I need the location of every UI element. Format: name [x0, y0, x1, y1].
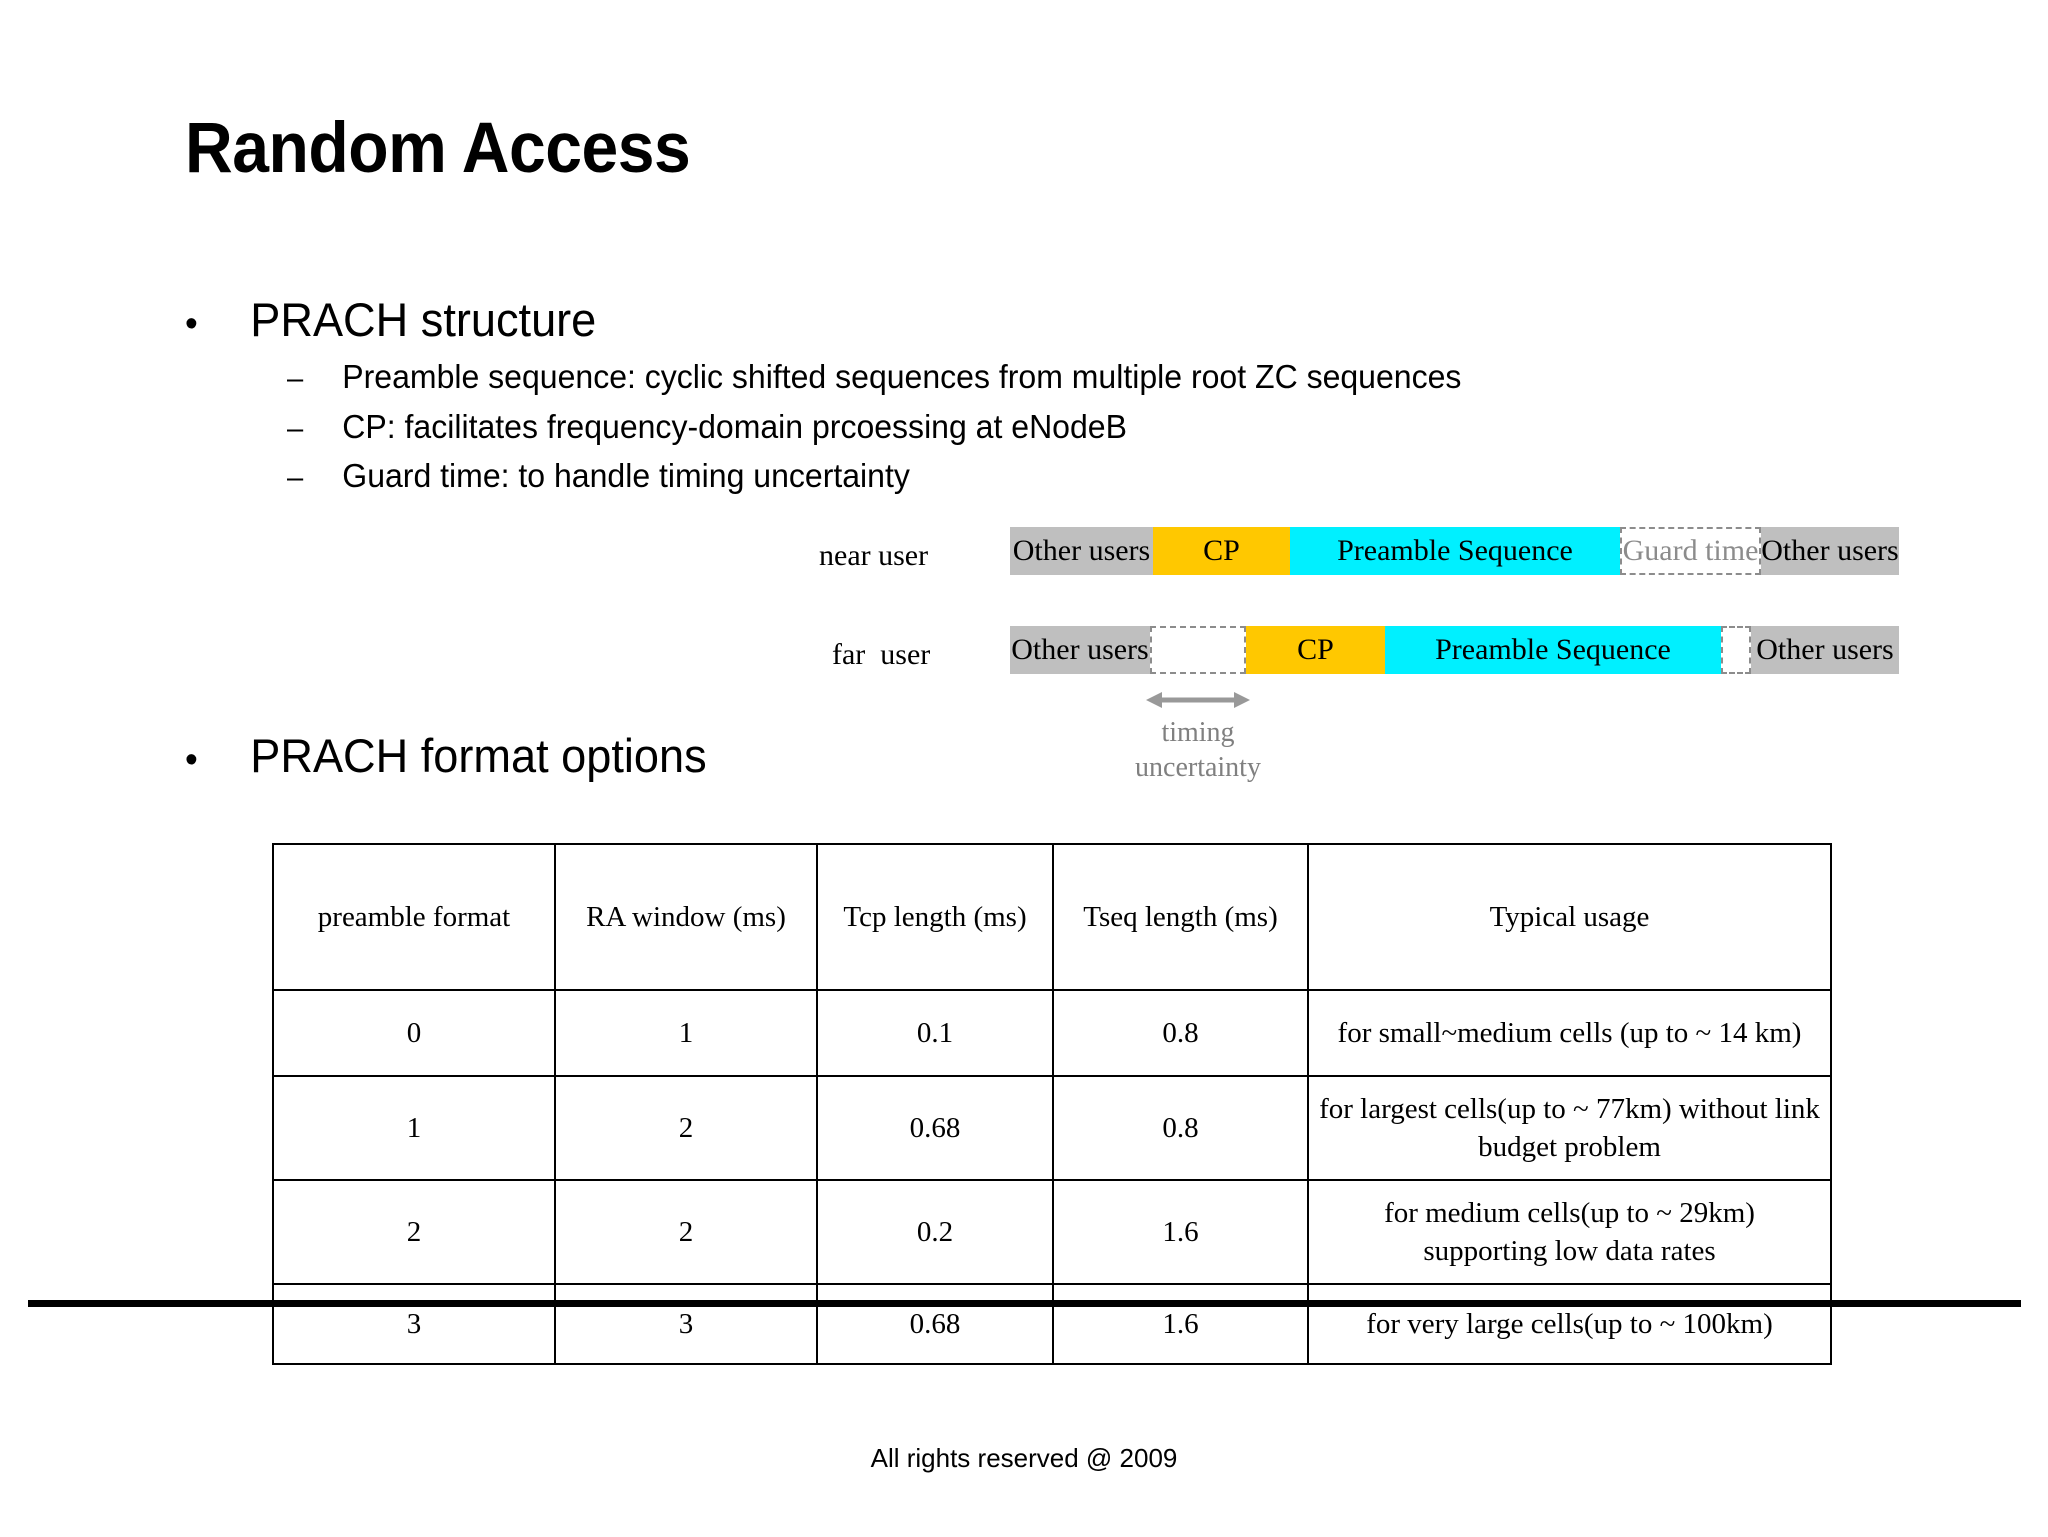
table-row: 2 2 0.2 1.6 for medium cells(up to ~ 29k… [272, 1179, 1832, 1285]
cell-usage: for largest cells(up to ~ 77km) without … [1307, 1075, 1832, 1181]
usage-line: budget problem [1478, 1131, 1661, 1163]
timing-uncertainty-line2: uncertainty [1135, 752, 1261, 783]
usage-line: for medium cells(up to ~ 29km) [1384, 1196, 1755, 1229]
bullet-label: PRACH format options [250, 729, 707, 782]
segment-other-users-far-right: Other users [1751, 626, 1899, 674]
segment-other-users-near-right: Other users [1761, 527, 1899, 575]
dash-marker-icon: – [287, 362, 304, 395]
bullet-prach-format-options: • PRACH format options [185, 728, 707, 783]
cell-tseq: 1.6 [1052, 1179, 1309, 1285]
segment-preamble-sequence-near: Preamble Sequence [1290, 527, 1620, 575]
segment-cp-far: CP [1246, 626, 1385, 674]
bullet-label: PRACH structure [250, 293, 597, 346]
table-header-tseq-length: Tseq length (ms) [1052, 843, 1309, 991]
sub-bullet-label: Guard time: to handle timing uncertainty [342, 457, 910, 494]
sub-bullet-preamble-sequence: – Preamble sequence: cyclic shifted sequ… [287, 358, 1461, 396]
cell-tcp: 0.68 [816, 1075, 1054, 1181]
diagram-row-label-near-user: near user [819, 539, 929, 572]
table-header-typical-usage: Typical usage [1307, 843, 1832, 991]
sub-bullet-guard-time: – Guard time: to handle timing uncertain… [287, 457, 910, 495]
cell-format: 0 [272, 989, 556, 1077]
table-row: 3 3 0.68 1.6 for very large cells(up to … [272, 1283, 1832, 1365]
table-header-preamble-format: preamble format [272, 843, 556, 991]
timing-uncertainty-line1: timing [1161, 717, 1235, 748]
cell-usage: for very large cells(up to ~ 100km) [1307, 1283, 1832, 1365]
bullet-marker-icon: • [185, 303, 198, 345]
bullet-marker-icon: • [185, 739, 198, 781]
cell-tseq: 1.6 [1052, 1283, 1309, 1365]
bullet-prach-structure: • PRACH structure [185, 292, 596, 347]
cell-ra-window: 1 [554, 989, 818, 1077]
usage-line: supporting low data rates [1423, 1235, 1716, 1267]
footer-copyright: All rights reserved @ 2009 [870, 1443, 1178, 1473]
footer-divider [28, 1300, 2021, 1307]
prach-timing-diagram: near user Other users CP Preamble Sequen… [800, 525, 1960, 795]
segment-guard-time-near: Guard time [1620, 527, 1761, 575]
cell-ra-window: 2 [554, 1179, 818, 1285]
dash-marker-icon: – [287, 412, 304, 445]
cell-usage: for small~medium cells (up to ~ 14 km) [1307, 989, 1832, 1077]
cell-usage: for medium cells(up to ~ 29km) supportin… [1307, 1179, 1832, 1285]
table-row: 0 1 0.1 0.8 for small~medium cells (up t… [272, 989, 1832, 1077]
segment-guard-time-far [1721, 626, 1751, 674]
segment-other-users-near-left: Other users [1010, 527, 1153, 575]
timing-uncertainty-caption: timing uncertainty [1088, 715, 1308, 785]
segment-cp-near: CP [1153, 527, 1290, 575]
cell-tcp: 0.1 [816, 989, 1054, 1077]
dash-marker-icon: – [287, 461, 304, 494]
cell-format: 1 [272, 1075, 556, 1181]
cell-tseq: 0.8 [1052, 989, 1309, 1077]
sub-bullet-cp: – CP: facilitates frequency-domain prcoe… [287, 408, 1127, 446]
timing-uncertainty-arrow-icon [1146, 692, 1250, 708]
usage-line: for largest cells(up to ~ 77km) without … [1319, 1092, 1820, 1125]
cell-ra-window: 3 [554, 1283, 818, 1365]
table-header-ra-window: RA window (ms) [554, 843, 818, 991]
cell-format: 3 [272, 1283, 556, 1365]
cell-tcp: 0.2 [816, 1179, 1054, 1285]
cell-tseq: 0.8 [1052, 1075, 1309, 1181]
page-title: Random Access [185, 109, 691, 188]
prach-format-table: preamble format RA window (ms) Tcp lengt… [272, 843, 1832, 1365]
usage-line: for small~medium cells (up to ~ 14 km) [1337, 1016, 1802, 1049]
table-row: 1 2 0.68 0.8 for largest cells(up to ~ 7… [272, 1075, 1832, 1181]
sub-bullet-label: CP: facilitates frequency-domain prcoess… [342, 408, 1127, 445]
usage-line: for very large cells(up to ~ 100km) [1366, 1307, 1773, 1340]
cell-format: 2 [272, 1179, 556, 1285]
cell-ra-window: 2 [554, 1075, 818, 1181]
cell-tcp: 0.68 [816, 1283, 1054, 1365]
table-header-row: preamble format RA window (ms) Tcp lengt… [272, 843, 1832, 991]
diagram-row-label-far-user: far user [832, 638, 931, 671]
segment-other-users-far-left: Other users [1010, 626, 1150, 674]
segment-preamble-sequence-far: Preamble Sequence [1385, 626, 1721, 674]
segment-timing-offset-far [1150, 626, 1246, 674]
sub-bullet-label: Preamble sequence: cyclic shifted sequen… [342, 358, 1462, 395]
table-header-tcp-length: Tcp length (ms) [816, 843, 1054, 991]
